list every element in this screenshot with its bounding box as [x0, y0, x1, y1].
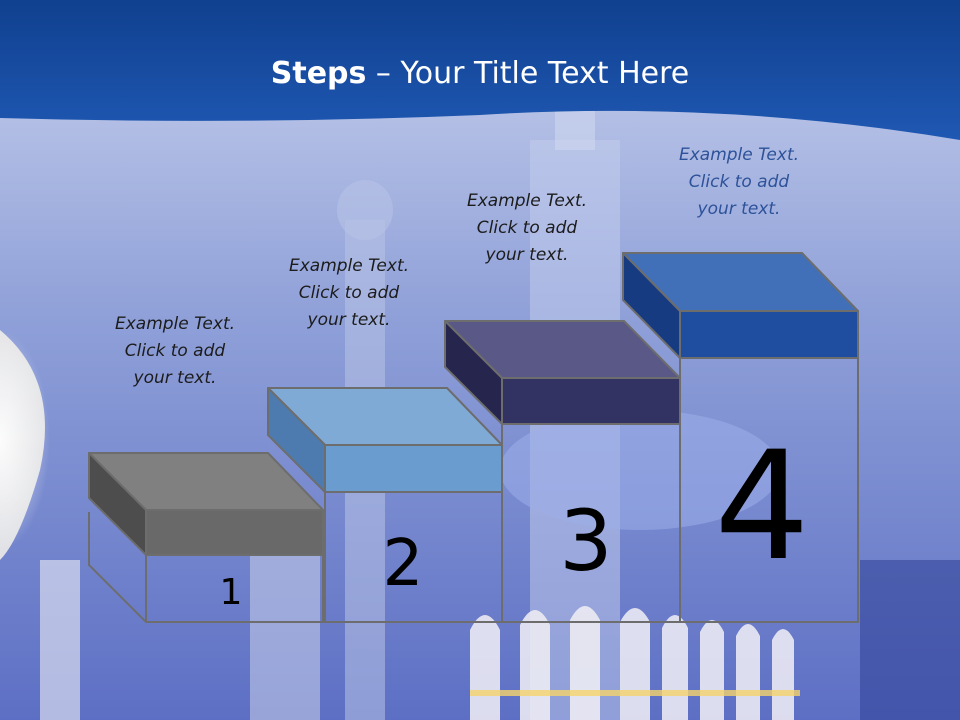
title-bold: Steps [270, 56, 367, 91]
step-3-caption[interactable]: Example Text. Click to add your text. [417, 188, 637, 269]
step-2-block[interactable] [267, 387, 503, 493]
slide-title[interactable]: Steps – Your Title Text Here [0, 52, 960, 96]
step-1-block[interactable] [88, 452, 324, 556]
header-band [0, 0, 960, 140]
caption-line: Example Text. [466, 191, 588, 211]
step-4-front [679, 310, 859, 359]
caption-line: your text. [307, 310, 391, 330]
step-3-block[interactable] [444, 320, 681, 425]
step-3-number: 3 [559, 492, 612, 590]
title-rest: – Your Title Text Here [366, 56, 690, 91]
step-2-number: 2 [383, 527, 424, 601]
step-3-front [501, 377, 681, 425]
caption-line: your text. [133, 368, 217, 388]
caption-line: Example Text. [678, 145, 800, 165]
step-4-caption[interactable]: Example Text. Click to add your text. [629, 142, 849, 223]
step-2-caption[interactable]: Example Text. Click to add your text. [239, 253, 459, 334]
caption-line: your text. [485, 245, 569, 265]
caption-line: Click to add [688, 172, 790, 192]
caption-line: Example Text. [114, 314, 236, 334]
caption-line: your text. [697, 199, 781, 219]
step-1-number: 1 [220, 572, 243, 613]
step-1-caption[interactable]: Example Text. Click to add your text. [65, 311, 285, 392]
steps-outline [88, 358, 859, 623]
step-4-number: 4 [714, 420, 809, 594]
step-4-block[interactable] [622, 252, 859, 359]
caption-line: Click to add [298, 283, 400, 303]
step-2-front [324, 444, 503, 493]
caption-line: Click to add [476, 218, 578, 238]
step-1-front [145, 509, 324, 556]
caption-line: Click to add [124, 341, 226, 361]
caption-line: Example Text. [288, 256, 410, 276]
